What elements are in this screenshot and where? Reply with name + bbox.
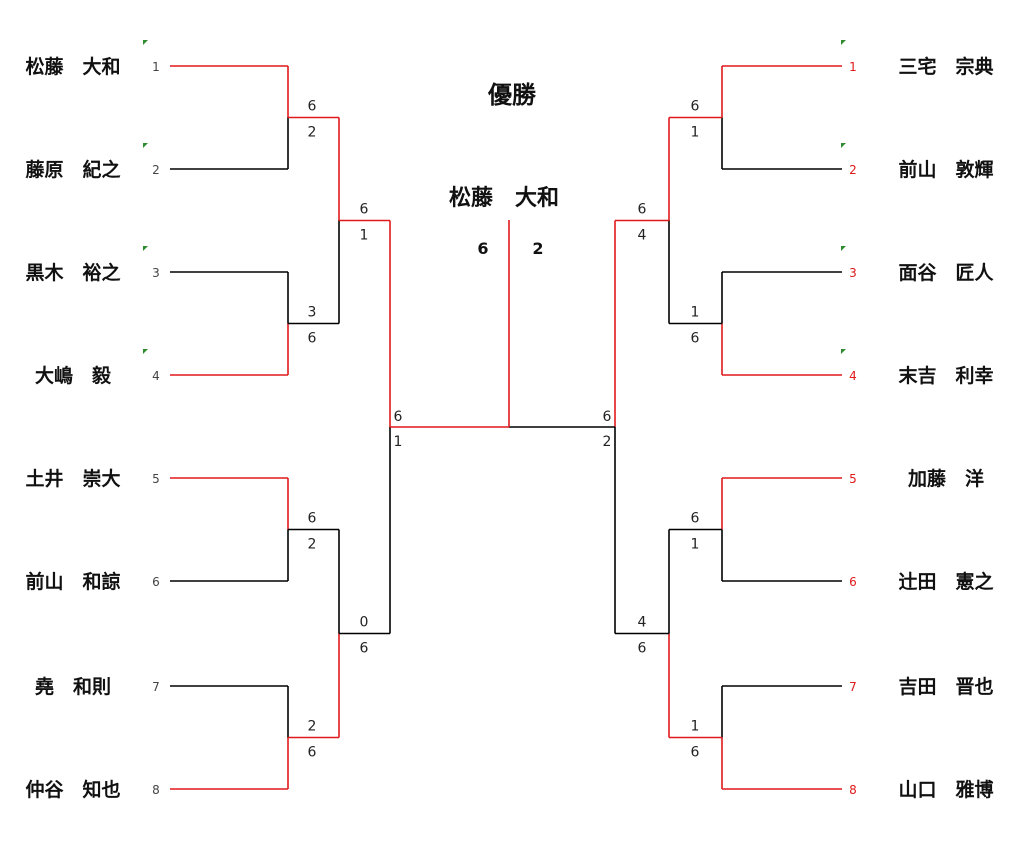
right-r1-score-top-1: 6 — [691, 99, 700, 115]
left-player-name-4: 大嶋 毅 — [35, 364, 112, 387]
right-seed-1: 1 — [849, 60, 857, 74]
right-r1-score-bot-2: 6 — [691, 331, 700, 347]
right-player-name-8: 山口 雅博 — [898, 778, 993, 801]
right-player-name-2: 前山 敦輝 — [898, 158, 993, 181]
left-player-name-3: 黒木 裕之 — [25, 261, 120, 284]
right-r2-score-bot-2: 6 — [638, 641, 647, 657]
left-r2-score-bot-2: 6 — [360, 641, 369, 657]
right-player-name-7: 吉田 晋也 — [898, 675, 993, 698]
left-seed-flag-1 — [143, 40, 148, 45]
left-player-name-5: 土井 崇大 — [25, 467, 120, 490]
left-seed-2: 2 — [152, 163, 160, 177]
right-r1-score-top-2: 1 — [691, 305, 700, 321]
left-r2-score-top-1: 6 — [360, 202, 369, 218]
left-r1-score-top-3: 6 — [308, 511, 317, 527]
right-r2-score-top-2: 4 — [638, 615, 647, 631]
left-seed-flag-3 — [143, 246, 148, 251]
right-r2-score-top-1: 6 — [638, 202, 647, 218]
right-player-name-3: 面谷 匠人 — [898, 262, 994, 284]
left-player-name-6: 前山 和諒 — [25, 570, 120, 593]
right-player-name-1: 三宅 宗典 — [898, 55, 993, 78]
right-r2-score-bot-1: 4 — [638, 228, 647, 244]
bracket-labels: 松藤 大和 1 藤原 紀之 2 黒木 裕之 3 大嶋 毅 4 土井 崇大 5 前山 和諒 6 堯 和則 7… — [25, 40, 994, 801]
left-r1-score-bot-4: 6 — [308, 745, 317, 761]
left-r1-score-bot-1: 2 — [308, 125, 317, 141]
left-player-name-8: 仲谷 知也 — [25, 778, 120, 801]
right-seed-7: 7 — [849, 680, 857, 694]
right-r1-score-bot-1: 1 — [691, 125, 700, 141]
left-seed-6: 6 — [152, 575, 160, 589]
right-r3-score-top: 6 — [603, 409, 612, 425]
left-r1-score-top-1: 6 — [308, 99, 317, 115]
champion-name: 松藤 大和 — [449, 185, 559, 211]
right-seed-2: 2 — [849, 163, 857, 177]
left-seed-5: 5 — [152, 472, 160, 486]
left-seed-1: 1 — [152, 60, 160, 74]
left-r2-score-top-2: 0 — [360, 615, 369, 631]
final-score-left: 6 — [477, 239, 488, 258]
right-r1-score-bot-3: 1 — [691, 537, 700, 553]
right-player-name-6: 辻田 憲之 — [898, 570, 993, 593]
left-r1-score-bot-3: 2 — [308, 537, 317, 553]
left-r3-score-bot: 1 — [394, 434, 403, 450]
left-player-name-1: 松藤 大和 — [25, 55, 120, 78]
final-score-right: 2 — [532, 239, 543, 258]
left-seed-7: 7 — [152, 680, 160, 694]
left-seed-3: 3 — [152, 266, 160, 280]
left-r1-score-top-2: 3 — [308, 305, 317, 321]
left-seed-4: 4 — [152, 369, 160, 383]
right-seed-5: 5 — [849, 472, 857, 486]
championship-title: 優勝 — [487, 81, 537, 109]
right-r1-score-top-4: 1 — [691, 719, 700, 735]
right-player-name-4: 末吉 利幸 — [898, 364, 993, 387]
right-player-name-5: 加藤 洋 — [907, 467, 984, 490]
left-r1-score-top-4: 2 — [308, 719, 317, 735]
right-seed-4: 4 — [849, 369, 857, 383]
right-seed-flag-4 — [841, 349, 846, 354]
left-r3-score-top: 6 — [394, 409, 403, 425]
left-seed-flag-4 — [143, 349, 148, 354]
right-seed-3: 3 — [849, 266, 857, 280]
left-r2-score-bot-1: 1 — [360, 228, 369, 244]
left-player-name-2: 藤原 紀之 — [25, 158, 120, 181]
right-seed-8: 8 — [849, 783, 857, 797]
left-seed-flag-2 — [143, 143, 148, 148]
right-seed-flag-1 — [841, 40, 846, 45]
right-seed-flag-2 — [841, 143, 846, 148]
left-r1-score-bot-2: 6 — [308, 331, 317, 347]
right-r1-score-top-3: 6 — [691, 511, 700, 527]
right-r1-score-bot-4: 6 — [691, 745, 700, 761]
right-seed-6: 6 — [849, 575, 857, 589]
left-seed-8: 8 — [152, 783, 160, 797]
right-r3-score-bot: 2 — [603, 434, 612, 450]
right-seed-flag-3 — [841, 246, 846, 251]
left-player-name-7: 堯 和則 — [34, 675, 111, 698]
bracket-lines — [170, 65, 842, 790]
